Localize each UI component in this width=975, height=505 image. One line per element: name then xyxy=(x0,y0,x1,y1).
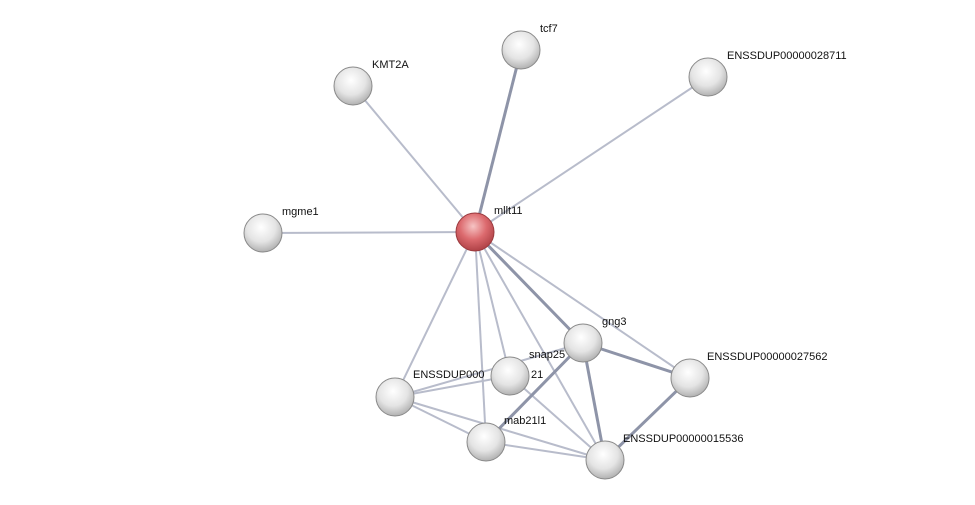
edge-enss27562-enss15536[interactable] xyxy=(603,376,692,462)
node-label-mgme1: mgme1 xyxy=(282,206,319,218)
node-label-kmt2a: KMT2A xyxy=(372,59,409,71)
node-mgme1[interactable] xyxy=(243,213,283,253)
node-kmt2a[interactable] xyxy=(333,66,373,106)
edge-mllt11-enss27562[interactable] xyxy=(474,231,691,379)
edge-mllt11-kmt2a[interactable] xyxy=(352,85,476,233)
node-label-mab21l1: mab21l1 xyxy=(504,415,546,427)
edge-mllt11-mgme1[interactable] xyxy=(262,231,476,234)
labels: tcf7 KMT2A ENSSDUP00000028711 mgme1 mllt… xyxy=(282,23,847,445)
node-gng3[interactable] xyxy=(563,323,603,363)
edge-gng3-mab21l1[interactable] xyxy=(484,341,585,444)
edges xyxy=(262,49,709,462)
node-label-enss28711: ENSSDUP00000028711 xyxy=(727,50,847,62)
edge-mllt11-mab21l1[interactable] xyxy=(474,231,487,443)
node-label-mllt11: mllt11 xyxy=(494,205,523,217)
edge-mllt11-gng3[interactable] xyxy=(473,230,585,345)
node-enss28711[interactable] xyxy=(688,57,728,97)
edge-mllt11-tcf7[interactable] xyxy=(473,49,523,233)
edge-mllt11-snap25[interactable] xyxy=(474,231,511,377)
edge-mllt11-enss21[interactable] xyxy=(394,231,476,398)
node-label-enss21-part2: 21 xyxy=(531,369,543,381)
node-enss21[interactable] xyxy=(375,377,415,417)
node-label-enss27562: ENSSDUP00000027562 xyxy=(707,351,827,363)
node-enss15536[interactable] xyxy=(585,440,625,480)
edge-mab21l1-enss15536[interactable] xyxy=(485,441,606,461)
node-label-enss15536: ENSSDUP00000015536 xyxy=(623,433,743,445)
node-tcf7[interactable] xyxy=(501,30,541,70)
edge-gng3-enss15536[interactable] xyxy=(581,342,607,461)
node-label-enss21-part1: ENSSDUP000 xyxy=(413,369,485,381)
edge-mllt11-enss15536[interactable] xyxy=(474,231,606,461)
node-label-gng3: gng3 xyxy=(602,316,626,328)
edge-mllt11-enss28711[interactable] xyxy=(474,76,709,233)
edge-enss21-gng3[interactable] xyxy=(394,342,584,398)
node-label-tcf7: tcf7 xyxy=(540,23,558,35)
node-enss27562[interactable] xyxy=(670,358,710,398)
node-mab21l1[interactable] xyxy=(466,422,506,462)
edge-snap25-enss15536[interactable] xyxy=(509,375,606,461)
node-mllt11[interactable] xyxy=(455,212,495,252)
foreground-node: snap25 xyxy=(490,349,565,396)
node-snap25[interactable] xyxy=(490,356,530,396)
nodes xyxy=(243,30,728,480)
node-label-snap25: snap25 xyxy=(529,349,565,361)
